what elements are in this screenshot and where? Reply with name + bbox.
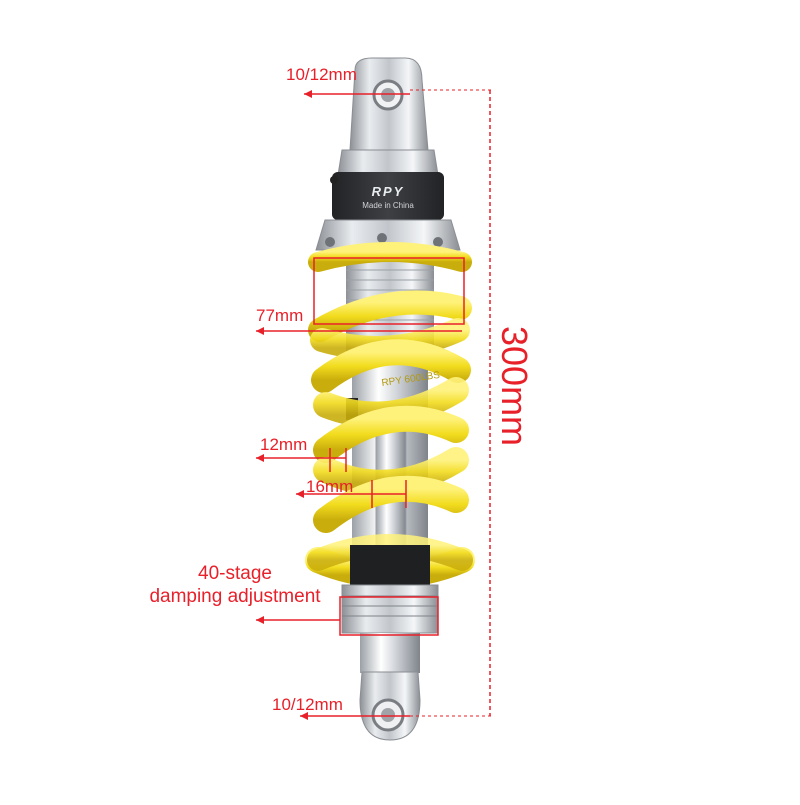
brand-mark: RPY xyxy=(372,184,405,199)
top-eye-label: 10/12mm xyxy=(286,65,357,84)
damping-adjuster xyxy=(341,545,439,673)
top-eye-mount xyxy=(349,57,429,151)
wire-thickness-label: 12mm xyxy=(260,435,308,454)
made-in-label: Made in China xyxy=(362,201,414,210)
bottom-eye-mount xyxy=(359,671,421,741)
dimension-lines xyxy=(256,89,494,720)
damping-label-line2: damping adjustment xyxy=(149,585,321,607)
rod-diameter-label: 16mm xyxy=(306,477,354,496)
overall-length-label: 300mm xyxy=(494,326,535,447)
bottom-eye-label: 10/12mm xyxy=(272,695,343,714)
spring-diameter-label: 77mm xyxy=(256,306,304,325)
damping-label: 40-stage damping adjustment xyxy=(130,563,340,609)
damper-body: RPY Made in China xyxy=(315,149,461,251)
damping-label-line1: 40-stage xyxy=(198,563,272,584)
